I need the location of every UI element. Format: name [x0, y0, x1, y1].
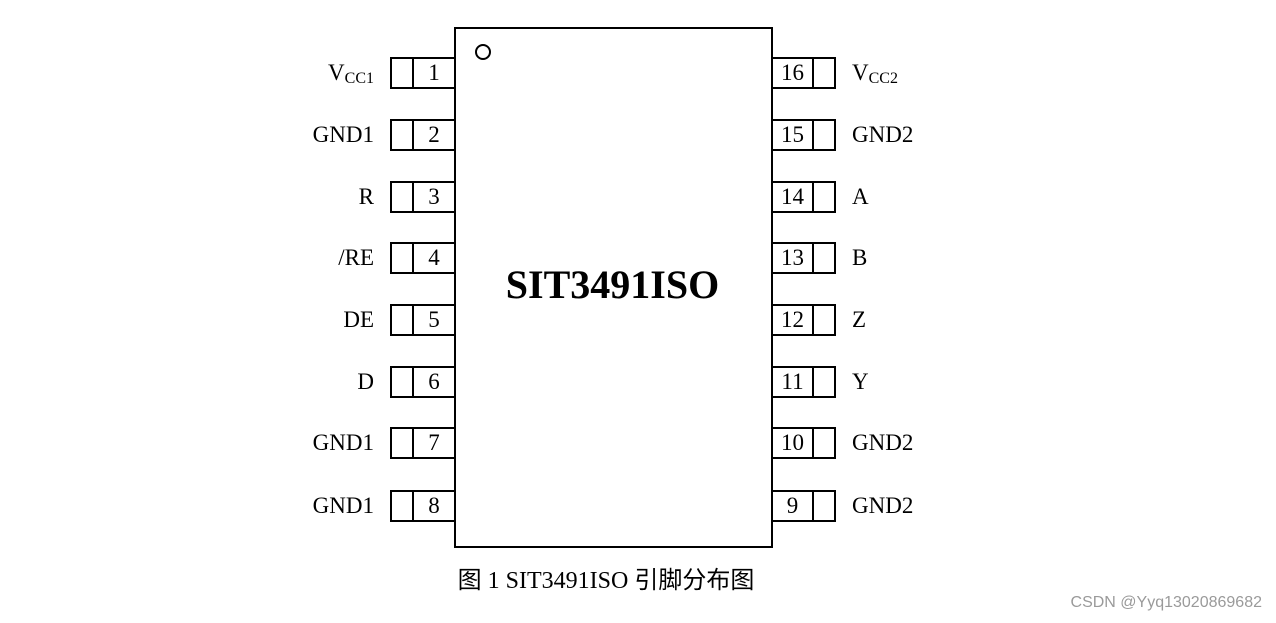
- pin-lead: [812, 121, 834, 149]
- pin-number: 7: [428, 430, 440, 455]
- pin-6-box: 6: [390, 366, 456, 398]
- pin-8-box: 8: [390, 490, 456, 522]
- pin-13-box: 13: [771, 242, 836, 274]
- pin-name-text: GND1: [312, 493, 374, 518]
- pin-number: 9: [786, 493, 799, 518]
- pin-name-text: V: [852, 60, 869, 85]
- pin-lead: [392, 59, 414, 87]
- pin-number: 10: [781, 430, 804, 455]
- pin-number: 12: [781, 307, 804, 332]
- pin-8-name: GND1: [313, 492, 374, 520]
- pin-number: 16: [781, 60, 804, 85]
- pin-11-box: 11: [771, 366, 836, 398]
- pin-4-name: /RE: [338, 244, 374, 272]
- pin-name-text: Y: [852, 369, 869, 394]
- pin-lead: [392, 306, 414, 334]
- pin-name-text: GND1: [312, 122, 374, 147]
- pin-name-text: GND2: [852, 122, 914, 147]
- pin-number: 11: [781, 369, 804, 394]
- pin-name-text: /RE: [338, 245, 374, 270]
- pin-10-box: 10: [771, 427, 836, 459]
- pin-lead: [812, 244, 834, 272]
- pin-13-name: B: [852, 244, 867, 272]
- pin-number: 4: [428, 245, 440, 270]
- pin-lead: [812, 368, 834, 396]
- pin-lead: [392, 244, 414, 272]
- pin-lead: [392, 429, 414, 457]
- pin-number: 13: [781, 245, 804, 270]
- pin-lead: [392, 368, 414, 396]
- pin-name-text: A: [852, 184, 869, 209]
- pin-name-subscript: CC2: [868, 70, 898, 87]
- pin-1-name: VCC1: [328, 59, 374, 87]
- pin-3-name: R: [359, 183, 374, 211]
- pin-6-name: D: [357, 368, 374, 396]
- pin-name-subscript: CC1: [344, 70, 374, 87]
- pin-4-box: 4: [390, 242, 456, 274]
- pin-5-name: DE: [343, 306, 374, 334]
- pin-name-text: Z: [852, 307, 867, 332]
- pin-2-box: 2: [390, 119, 456, 151]
- pin-7-box: 7: [390, 427, 456, 459]
- pin-9-box: 9: [771, 490, 836, 522]
- pin-lead: [812, 306, 834, 334]
- pin-12-box: 12: [771, 304, 836, 336]
- pin-15-box: 15: [771, 119, 836, 151]
- pin-name-text: DE: [343, 307, 374, 332]
- pin-12-name: Z: [852, 306, 866, 334]
- pin-name-text: B: [852, 245, 868, 270]
- pin-number: 15: [781, 122, 804, 147]
- pin-9-name: GND2: [852, 492, 913, 520]
- pin-name-text: GND1: [312, 430, 374, 455]
- pin-5-box: 5: [390, 304, 456, 336]
- pin-15-name: GND2: [852, 121, 913, 149]
- pin-14-box: 14: [771, 181, 836, 213]
- pin-11-name: Y: [852, 368, 869, 396]
- pin-7-name: GND1: [313, 429, 374, 457]
- pin-3-box: 3: [390, 181, 456, 213]
- pin-lead: [812, 183, 834, 211]
- pin-number: 5: [428, 307, 440, 332]
- chip-body: [454, 27, 773, 548]
- pin-number: 8: [428, 493, 440, 518]
- pin-lead: [812, 429, 834, 457]
- pin-number: 3: [428, 184, 440, 209]
- pin-14-name: A: [852, 183, 869, 211]
- pin-name-text: V: [328, 60, 345, 85]
- chip-label: SIT3491ISO: [505, 262, 720, 307]
- pin-2-name: GND1: [313, 121, 374, 149]
- pin-name-text: D: [357, 369, 374, 394]
- pin-lead: [812, 492, 834, 520]
- pin-name-text: R: [358, 184, 374, 209]
- pin-lead: [392, 492, 414, 520]
- pin-number: 2: [428, 122, 440, 147]
- pin-lead: [392, 121, 414, 149]
- pin-lead: [392, 183, 414, 211]
- pin-number: 6: [428, 369, 440, 394]
- pin-1-box: 1: [390, 57, 456, 89]
- pin-name-text: GND2: [852, 493, 914, 518]
- figure-caption: 图 1 SIT3491ISO 引脚分布图: [457, 568, 755, 594]
- pin-number: 1: [428, 60, 440, 85]
- pin-number: 14: [781, 184, 804, 209]
- pin-10-name: GND2: [852, 429, 913, 457]
- watermark: CSDN @Yyq13020869682: [1070, 594, 1262, 611]
- pin-name-text: GND2: [852, 430, 914, 455]
- pin-16-box: 16: [771, 57, 836, 89]
- pin-lead: [812, 59, 834, 87]
- pin-16-name: VCC2: [852, 59, 898, 87]
- pin1-indicator-icon: [475, 44, 491, 60]
